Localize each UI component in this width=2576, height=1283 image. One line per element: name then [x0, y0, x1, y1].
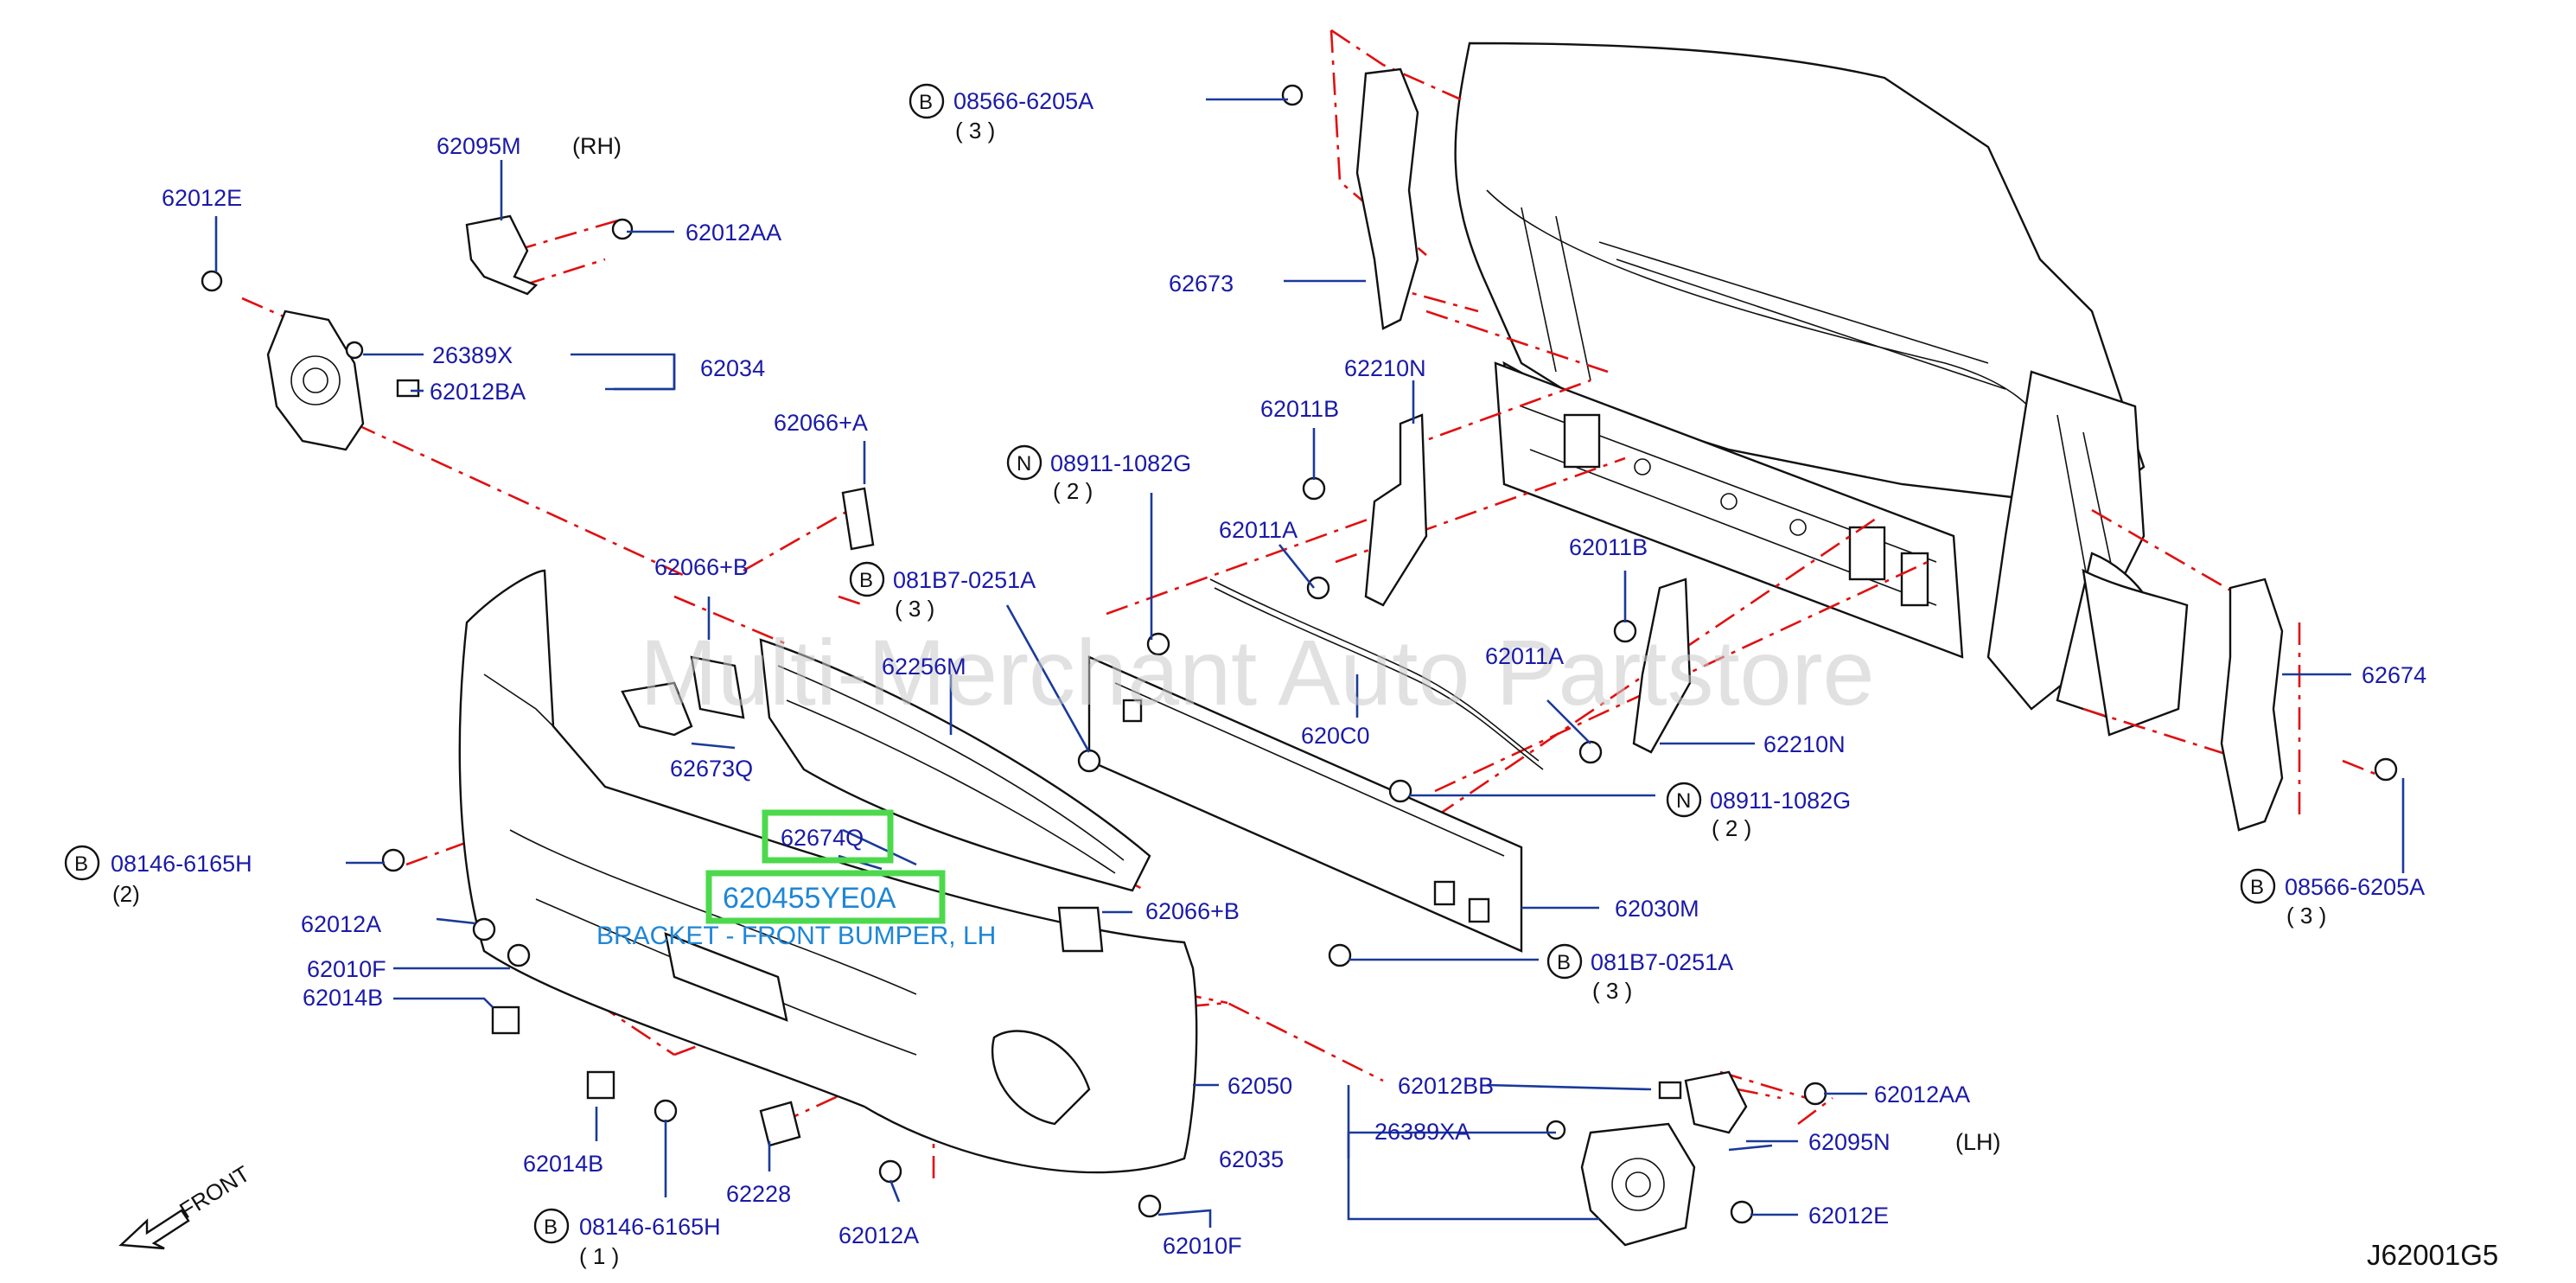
label-62012AA-bot[interactable]: 62012AA: [1874, 1082, 1970, 1107]
svg-text:N: N: [1676, 789, 1691, 813]
label-62012AA-top[interactable]: 62012AA: [685, 220, 781, 246]
label-26389XA[interactable]: 26389XA: [1374, 1119, 1470, 1145]
label-rh: (RH): [572, 133, 622, 159]
label-08146-bot[interactable]: 08146-6165H: [579, 1214, 721, 1240]
label-08566-top[interactable]: 08566-6205A: [953, 88, 1094, 114]
label-08146-left[interactable]: 08146-6165H: [111, 851, 252, 877]
diagram-code: J62001G5: [2367, 1239, 2498, 1271]
svg-text:B: B: [859, 569, 873, 592]
qty-08566-top: ( 3 ): [955, 118, 995, 144]
svg-text:B: B: [1557, 951, 1571, 974]
label-lh: (LH): [1955, 1129, 2001, 1155]
label-62012E-bot[interactable]: 62012E: [1808, 1203, 1889, 1229]
label-62095N[interactable]: 62095N: [1808, 1129, 1891, 1155]
qty-08911-bot: ( 2 ): [1712, 815, 1751, 841]
qty-08146-left: (2): [112, 881, 140, 907]
qty-08566-right: ( 3 ): [2286, 903, 2326, 929]
label-62014B-left[interactable]: 62014B: [303, 985, 383, 1011]
label-62674[interactable]: 62674: [2362, 662, 2426, 688]
label-62034[interactable]: 62034: [700, 355, 765, 381]
label-62095M[interactable]: 62095M: [437, 133, 521, 159]
label-62030M[interactable]: 62030M: [1615, 896, 1699, 922]
qty-081B7-bot: ( 3 ): [1592, 978, 1632, 1004]
leader-lines: [214, 98, 2405, 1228]
highlight-box-number: [705, 870, 946, 924]
label-62035[interactable]: 62035: [1219, 1146, 1284, 1172]
label-62012A-bot[interactable]: 62012A: [838, 1222, 919, 1248]
label-62210N-top[interactable]: 62210N: [1344, 355, 1426, 381]
label-62014B-bot[interactable]: 62014B: [523, 1151, 603, 1177]
label-620C0[interactable]: 620C0: [1301, 723, 1370, 749]
label-08911-top[interactable]: 08911-1082G: [1050, 450, 1191, 476]
label-08911-bot[interactable]: 08911-1082G: [1710, 788, 1851, 814]
svg-text:N: N: [1017, 452, 1031, 476]
qty-08146-bot: ( 1 ): [579, 1243, 619, 1269]
label-08566-right[interactable]: 08566-6205A: [2285, 874, 2425, 900]
label-62012E-top[interactable]: 62012E: [162, 185, 242, 211]
label-62010F-left[interactable]: 62010F: [307, 956, 386, 982]
label-part-number-highlight[interactable]: 620455YE0A: [723, 882, 896, 915]
qty-08911-top: ( 2 ): [1053, 478, 1093, 504]
label-62011A-left[interactable]: 62011A: [1219, 517, 1298, 543]
circle-markers: B N B N B B B B: [64, 83, 2276, 1244]
label-62066B-top[interactable]: 62066+B: [654, 554, 749, 580]
label-62010F-bot[interactable]: 62010F: [1163, 1233, 1242, 1259]
label-62256M[interactable]: 62256M: [882, 654, 966, 680]
label-62228[interactable]: 62228: [726, 1181, 791, 1207]
svg-text:B: B: [919, 91, 933, 114]
label-62012BA[interactable]: 62012BA: [430, 379, 526, 405]
front-direction-indicator: FRONT: [118, 1160, 254, 1250]
label-62011B-left[interactable]: 62011B: [1260, 396, 1339, 422]
svg-text:B: B: [74, 852, 88, 876]
fasteners: [201, 84, 2398, 1224]
label-62012A-left[interactable]: 62012A: [301, 911, 381, 937]
label-62012BB[interactable]: 62012BB: [1398, 1073, 1494, 1099]
label-62673Q[interactable]: 62673Q: [670, 756, 753, 782]
label-081B7-bot[interactable]: 081B7-0251A: [1591, 949, 1733, 975]
label-62673[interactable]: 62673: [1169, 271, 1234, 297]
label-62011B-right[interactable]: 62011B: [1569, 534, 1648, 560]
label-62066A[interactable]: 62066+A: [774, 410, 868, 436]
label-part-description: BRACKET - FRONT BUMPER, LH: [596, 922, 996, 950]
label-62011A-right[interactable]: 62011A: [1485, 643, 1564, 669]
front-label: FRONT: [175, 1160, 254, 1223]
front-arrow-icon: [118, 1209, 190, 1250]
watermark-text: Multi-Merchant Auto Partstore: [640, 620, 1875, 724]
svg-text:B: B: [2250, 876, 2264, 899]
label-62674Q[interactable]: 62674Q: [781, 825, 864, 851]
label-62066B-mid[interactable]: 62066+B: [1145, 898, 1240, 924]
vehicle-front-body: [1454, 41, 2189, 737]
label-081B7-top[interactable]: 081B7-0251A: [893, 567, 1036, 593]
label-62050[interactable]: 62050: [1227, 1073, 1292, 1099]
qty-081B7-top: ( 3 ): [895, 596, 934, 622]
highlight-box-part: [762, 809, 894, 864]
svg-text:B: B: [544, 1216, 558, 1239]
label-62210N-right[interactable]: 62210N: [1763, 731, 1846, 757]
label-26389X[interactable]: 26389X: [432, 342, 513, 368]
part-labels: 62095M (RH) 62012E 62012AA 26389X 62034 …: [111, 88, 2426, 1269]
